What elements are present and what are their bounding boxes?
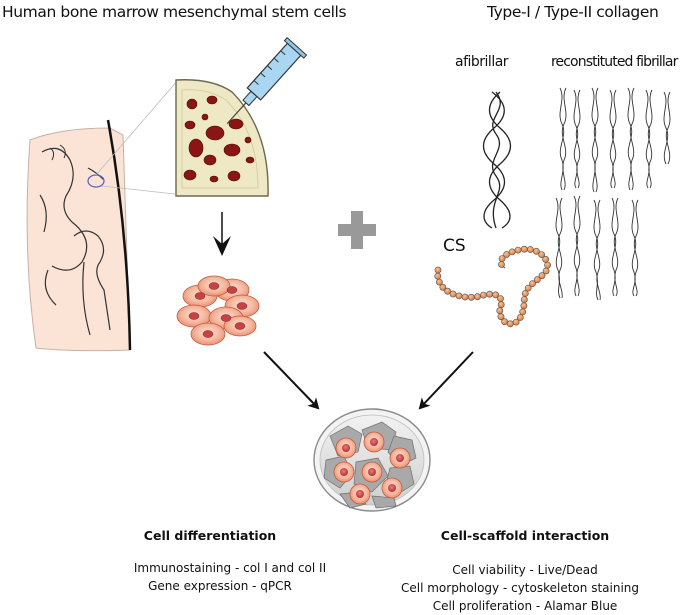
cs-bead (444, 287, 451, 295)
cs-bead (538, 272, 546, 280)
interaction-line-2: Cell morphology - cytoskeleton staining (400, 581, 640, 595)
syringe-icon (226, 36, 308, 125)
cs-bead (474, 293, 481, 301)
cs-bead (512, 318, 520, 326)
cs-bead (524, 284, 532, 292)
cs-bead (542, 255, 549, 263)
cs-bead (542, 267, 550, 275)
differentiation-line-1: Immunostaining - col I and col II (133, 561, 327, 575)
cs-bead (497, 295, 504, 302)
cs-bead (527, 246, 534, 253)
cs-bead (498, 261, 505, 268)
cs-bead (439, 283, 447, 291)
cs-bead (492, 291, 500, 299)
cs-bead (533, 247, 540, 255)
cs-bead (455, 292, 463, 300)
cs-bead (501, 318, 508, 326)
down-arrow-icon (213, 212, 231, 256)
stem-cells-cluster-icon (176, 275, 260, 346)
cs-bead (538, 251, 545, 258)
cs-bead (497, 313, 505, 321)
bead-group (434, 245, 551, 328)
left-converge-arrow (263, 351, 320, 410)
cs-bead (506, 320, 514, 328)
cs-bead (519, 308, 527, 316)
cs-bead (544, 261, 551, 269)
cs-bead (461, 293, 469, 301)
cs-bead (449, 290, 457, 298)
cs-bead (434, 266, 442, 274)
cs-bead (520, 296, 528, 303)
interaction-line-3: Cell proliferation - Alamar Blue (432, 599, 618, 613)
afibrillar-label: afibrillar (455, 54, 509, 70)
cs-bead (486, 290, 493, 298)
cell-scaffold-icon (313, 408, 431, 512)
differentiation-title: Cell differentiation (143, 528, 277, 543)
cs-bead (503, 251, 510, 258)
cs-bead (516, 314, 524, 321)
plus-icon (338, 211, 376, 249)
afibrillar-collagen-icon (482, 91, 512, 229)
interaction-title: Cell-scaffold interaction (440, 528, 610, 543)
collagen-title: Type-I / Type-II collagen (487, 3, 659, 21)
stem-cell-title: Human bone marrow mesenchymal stem cells (2, 3, 347, 21)
fibrillar-label: reconstituted fibrillar (551, 54, 678, 70)
cs-bead (497, 301, 505, 309)
cs-bead (480, 291, 487, 299)
cs-bead (520, 302, 528, 310)
fibrillar-collagen-icon (555, 87, 671, 301)
cs-bead (435, 278, 443, 286)
cs-bead (529, 280, 536, 287)
hip-anatomy-icon (26, 79, 194, 352)
cs-bead (467, 293, 475, 301)
cs-bead (434, 272, 442, 280)
cs-bead (496, 307, 504, 315)
cs-bead (521, 290, 529, 297)
right-converge-arrow (418, 351, 474, 410)
bone-marrow-section-icon (175, 79, 269, 197)
interaction-line-1: Cell viability - Live/Dead (452, 563, 598, 577)
cs-label: CS (443, 236, 466, 256)
cs-bead (520, 245, 528, 253)
cs-bead (533, 276, 541, 284)
differentiation-line-2: Gene expression - qPCR (148, 579, 292, 593)
cs-bead (514, 246, 522, 254)
cs-bead (498, 255, 506, 262)
cs-bead (508, 248, 516, 256)
